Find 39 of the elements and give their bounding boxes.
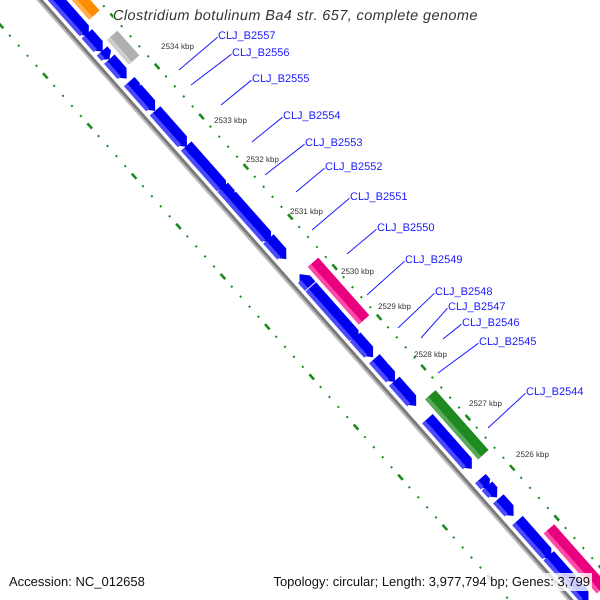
leader-line	[488, 392, 526, 428]
leader-line	[442, 324, 462, 340]
gene-label: CLJ_B2550	[377, 222, 434, 234]
tick-label: 2533 kbp	[214, 116, 247, 125]
tick-label: 2528 kbp	[414, 350, 447, 359]
tick-label: 2526 kbp	[516, 450, 549, 459]
gene-label: CLJ_B2546	[462, 317, 520, 329]
leader-line	[420, 308, 448, 338]
gene-label: CLJ_B2555	[252, 73, 310, 85]
leader-line	[178, 36, 218, 70]
gene-label: CLJ_B2552	[325, 161, 382, 173]
gene-label: CLJ_B2551	[350, 191, 408, 203]
gene-label: CLJ_B2548	[435, 286, 492, 298]
leader-line	[438, 342, 479, 374]
gene-label: CLJ_B2556	[232, 47, 290, 59]
gene-label: CLJ_B2547	[448, 301, 506, 313]
tick-label: 2530 kbp	[341, 267, 374, 276]
leader-line	[264, 144, 305, 176]
tick-label: 2531 kbp	[290, 207, 323, 216]
leader-line	[398, 292, 435, 328]
tick-label: 2532 kbp	[246, 155, 279, 164]
leader-line	[220, 80, 252, 106]
genome-title: Clostridium botulinum Ba4 str. 657, complete genome	[113, 8, 478, 25]
gene-label: CLJ_B2544	[526, 386, 584, 398]
gene-label: CLJ_B2553	[305, 137, 362, 149]
leader-line	[296, 168, 325, 192]
gene-label: CLJ_B2554	[283, 110, 340, 122]
leader-line	[312, 198, 350, 230]
leader-line	[366, 260, 405, 296]
leader-line	[190, 54, 232, 86]
leader-line	[346, 228, 377, 254]
gene-label: CLJ_B2549	[405, 254, 462, 266]
leader-line	[252, 116, 283, 142]
tick-label: 2534 kbp	[161, 42, 194, 51]
tick-label: 2527 kbp	[469, 399, 502, 408]
genome-info-text: Topology: circular; Length: 3,977,794 bp; Genes: 3,799	[271, 573, 592, 591]
gene-label: CLJ_B2557	[218, 30, 276, 42]
gene-label: CLJ_B2545	[479, 336, 536, 348]
tick-label: 2529 kbp	[378, 302, 411, 311]
